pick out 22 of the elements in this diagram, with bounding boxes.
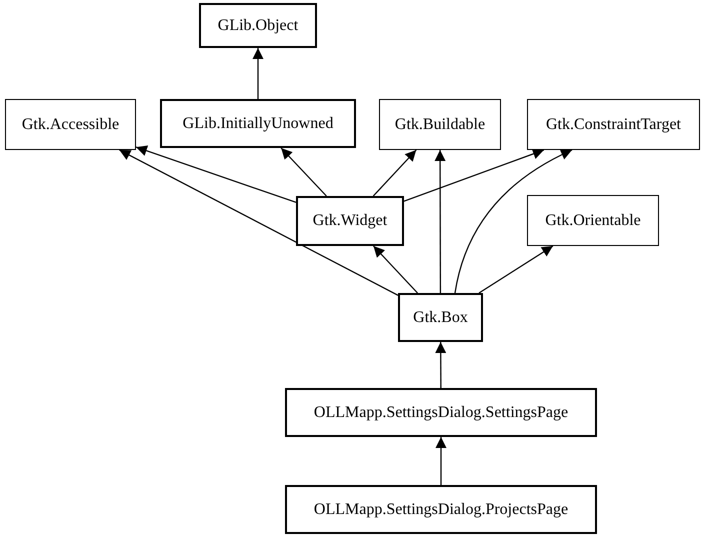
- inheritance-arrow: [436, 437, 446, 485]
- interface-box: Gtk.Orientable: [527, 195, 659, 246]
- class-box: OLLMapp.SettingsDialog.ProjectsPage: [285, 485, 597, 534]
- inheritance-arrow: [136, 146, 296, 203]
- inheritance-arrow: [435, 342, 446, 388]
- class-box: OLLMapp.SettingsDialog.SettingsPage: [285, 388, 597, 437]
- inheritance-arrow: [434, 150, 446, 293]
- inheritance-arrow: [454, 149, 572, 294]
- inheritance-arrow: [119, 149, 398, 296]
- inheritance-arrow: [478, 246, 554, 294]
- interface-box: Gtk.Accessible: [5, 99, 136, 150]
- inheritance-arrow: [252, 48, 264, 99]
- class-box: Gtk.Box: [398, 293, 483, 342]
- inheritance-arrow: [372, 150, 417, 196]
- inheritance-arrow: [280, 148, 327, 196]
- interface-box: Gtk.Buildable: [379, 99, 501, 150]
- inheritance-arrow: [373, 246, 418, 294]
- interface-box: Gtk.ConstraintTarget: [527, 99, 700, 150]
- class-box: GLib.InitiallyUnowned: [160, 99, 356, 148]
- class-box: GLib.Object: [199, 3, 317, 48]
- inheritance-arrow: [404, 148, 544, 202]
- class-box: Gtk.Widget: [296, 196, 404, 246]
